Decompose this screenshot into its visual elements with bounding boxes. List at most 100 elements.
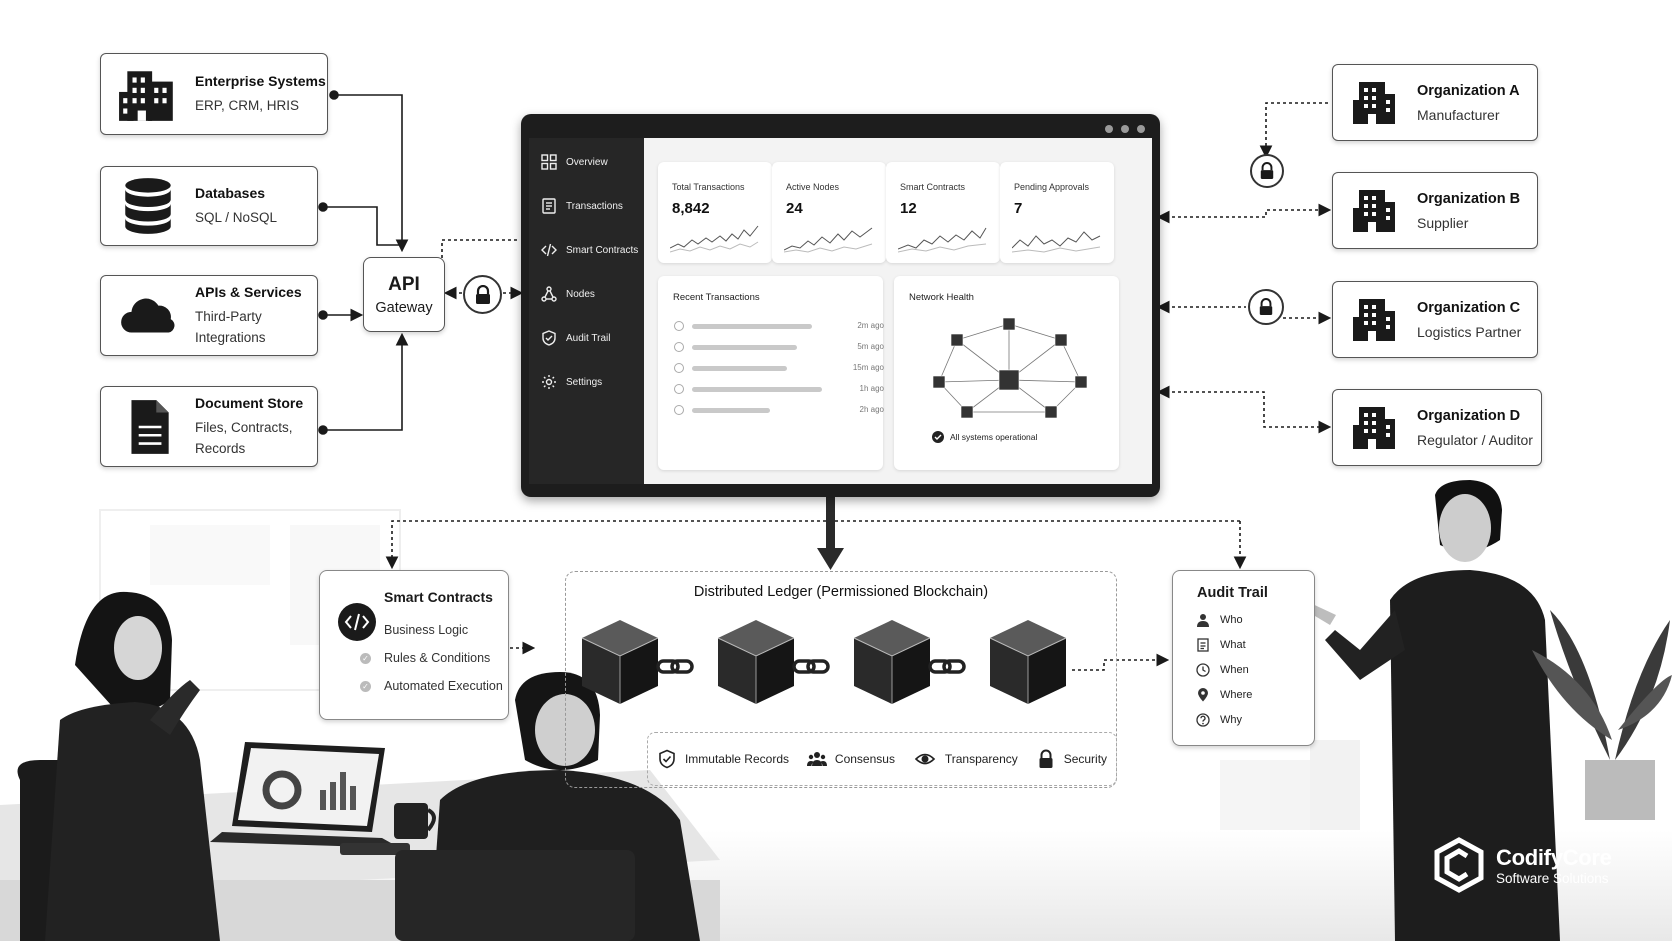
stat-card-pending-approvals[interactable]: Pending Approvals 7 — [1000, 162, 1114, 263]
transaction-time: 1h ago — [859, 384, 884, 393]
transaction-time: 2m ago — [857, 321, 884, 330]
source-title: Databases — [195, 184, 266, 201]
check-icon: ✓ — [360, 681, 371, 692]
sparkline — [670, 225, 759, 253]
chain-link-3 — [928, 659, 966, 674]
blockchain-chain — [581, 619, 1067, 705]
nav-nodes[interactable]: Nodes — [541, 286, 595, 302]
check-circle-icon — [932, 431, 944, 443]
nav-transactions[interactable]: Transactions — [541, 198, 623, 214]
code-icon — [541, 243, 557, 257]
question-icon — [1196, 713, 1210, 727]
connector-to-smart-contracts — [385, 520, 1240, 570]
eye-icon — [914, 753, 935, 765]
api-gateway-box[interactable]: API Gateway — [363, 257, 445, 332]
check-icon — [674, 342, 684, 352]
stat-card-total-transactions[interactable]: Total Transactions 8,842 — [658, 162, 772, 263]
feature-label: Security — [1063, 752, 1108, 766]
building-icon — [1353, 81, 1395, 124]
transaction-row[interactable]: 5m ago — [674, 341, 884, 353]
stat-value: 24 — [786, 200, 803, 217]
nav-settings[interactable]: Settings — [541, 374, 602, 390]
transaction-row[interactable]: 2h ago — [674, 404, 884, 416]
monitor-to-ledger-arrow — [817, 497, 844, 570]
ledger-title: Distributed Ledger (Permissioned Blockch… — [693, 584, 989, 600]
org-title: Organization A — [1417, 82, 1520, 99]
health-status: All systems operational — [932, 431, 1037, 443]
block-1 — [581, 619, 659, 705]
grid-icon — [541, 154, 557, 170]
org-b-box[interactable]: Organization B Supplier — [1332, 172, 1538, 249]
source-title: Document Store — [195, 394, 304, 411]
org-title: Organization B — [1417, 190, 1521, 207]
phone — [340, 843, 410, 855]
network-graph — [932, 317, 1088, 419]
placeholder-bar — [692, 345, 797, 350]
org-subtitle: Manufacturer — [1417, 106, 1500, 123]
audit-item-when: When — [1196, 663, 1249, 677]
building-icon — [1353, 189, 1395, 232]
gateway-title: API — [388, 273, 420, 295]
connector-ledger-audit — [1072, 653, 1170, 671]
nav-label: Audit Trail — [566, 332, 611, 344]
transaction-row[interactable]: 2m ago — [674, 320, 884, 332]
source-databases[interactable]: Databases SQL / NoSQL — [100, 166, 318, 246]
placeholder-bar — [692, 387, 822, 392]
nav-label: Settings — [566, 376, 603, 388]
receipt-icon — [542, 198, 556, 214]
org-title: Organization D — [1417, 407, 1521, 424]
stat-card-active-nodes[interactable]: Active Nodes 24 — [772, 162, 886, 263]
lock-icon — [1259, 298, 1273, 315]
stat-value: 7 — [1014, 200, 1023, 217]
sparkline — [898, 227, 987, 253]
health-status-text: All systems operational — [950, 432, 1038, 442]
smart-contract-item: Business Logic — [384, 623, 469, 637]
document-icon — [131, 399, 169, 454]
coffee-mug — [394, 803, 436, 839]
source-enterprise-systems[interactable]: Enterprise Systems ERP, CRM, HRIS — [100, 53, 328, 135]
check-icon: ✓ — [360, 653, 371, 664]
transaction-row[interactable]: 15m ago — [674, 362, 884, 374]
block-2 — [717, 619, 795, 705]
brand-tagline: Software Solutions — [1496, 870, 1609, 886]
audit-item-label: Who — [1220, 614, 1243, 626]
nav-overview[interactable]: Overview — [541, 154, 608, 170]
org-lock-top — [1250, 154, 1284, 188]
smart-contract-item: Automated Execution — [384, 679, 503, 693]
feature-transparency: Transparency — [913, 749, 1018, 769]
audit-trail-box[interactable]: Audit Trail Who What When Where Why — [1172, 570, 1315, 746]
connector-org-b — [1156, 203, 1332, 224]
sparkline — [1012, 231, 1101, 253]
users-icon — [806, 752, 827, 766]
placeholder-bar — [692, 408, 770, 413]
source-subtitle: Files, Contracts, — [195, 419, 293, 435]
audit-item-label: When — [1220, 664, 1249, 676]
stat-card-smart-contracts[interactable]: Smart Contracts 12 — [886, 162, 1000, 263]
nav-label: Smart Contracts — [566, 244, 639, 256]
source-subtitle: Records — [195, 440, 246, 456]
org-a-box[interactable]: Organization A Manufacturer — [1332, 64, 1538, 141]
source-document-store[interactable]: Document Store Files, Contracts, Records — [100, 386, 318, 467]
source-apis-services[interactable]: APIs & Services Third-Party Integrations — [100, 275, 318, 356]
audit-item-what: What — [1196, 638, 1246, 652]
feature-label: Consensus — [834, 752, 895, 766]
lock-icon — [1039, 749, 1053, 768]
placeholder-bar — [692, 324, 812, 329]
connector-gateway-top — [441, 239, 520, 258]
panel-title: Network Health — [909, 292, 974, 303]
nav-audit-trail[interactable]: Audit Trail — [541, 330, 610, 346]
gear-icon — [542, 375, 556, 389]
transaction-row[interactable]: 1h ago — [674, 383, 884, 395]
standing-man-figure — [1300, 480, 1560, 941]
plant — [1532, 610, 1672, 820]
source-title: APIs & Services — [195, 283, 302, 300]
connector-org-a — [1266, 102, 1328, 155]
org-c-box[interactable]: Organization C Logistics Partner — [1332, 281, 1538, 358]
source-subtitle: Integrations — [195, 329, 266, 345]
lock-icon — [1260, 162, 1274, 179]
smart-contracts-box[interactable]: Smart Contracts Business Logic ✓ Rules &… — [319, 570, 509, 720]
org-d-box[interactable]: Organization D Regulator / Auditor — [1332, 389, 1542, 466]
nav-smart-contracts[interactable]: Smart Contracts — [541, 242, 638, 258]
laptop — [210, 742, 400, 848]
